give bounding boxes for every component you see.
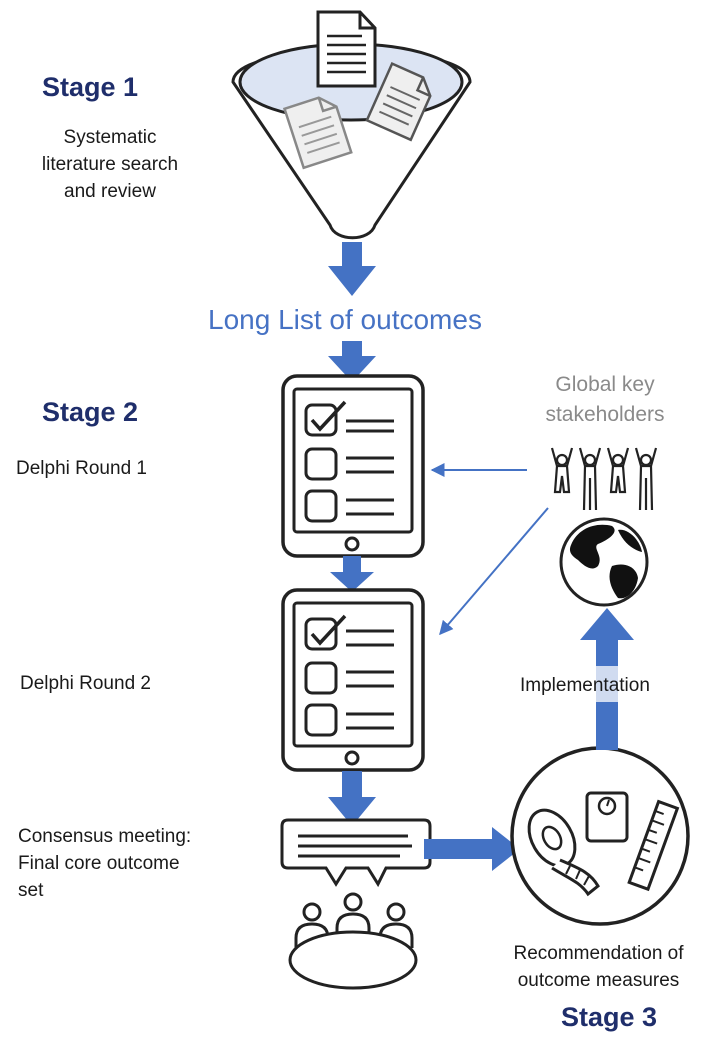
tablet-checklist-icon (281, 588, 425, 772)
recommendation-line: Recommendation of (513, 943, 684, 964)
measurement-tools (510, 746, 690, 926)
tablet-checklist-icon (281, 374, 425, 558)
people-icon (550, 447, 658, 511)
document-icon (282, 96, 353, 170)
checkbox-icon (304, 703, 338, 737)
stakeholders-line: stakeholders (545, 403, 665, 426)
stage1-title: Stage 1 (42, 72, 139, 102)
delphi-round2-label: Delphi Round 2 (20, 673, 151, 694)
weighing-scale-icon (585, 791, 629, 843)
stakeholders-label: Global key stakeholders (520, 370, 690, 430)
consensus-line: set (18, 880, 44, 901)
delphi-round1-label: Delphi Round 1 (16, 458, 147, 479)
checkbox-icon (304, 661, 338, 695)
speech-bubble-icon (280, 818, 432, 888)
ruler-icon (627, 799, 680, 892)
stage1-line: Systematic (63, 127, 157, 148)
implementation-label: Implementation (520, 675, 650, 696)
arrow-down-icon (328, 771, 376, 826)
arrow-right-icon (424, 827, 520, 871)
consensus-text: Consensus meeting: Final core outcome se… (18, 823, 191, 904)
globe-icon (559, 517, 649, 607)
stage1-description: Systematic literature search and review (20, 124, 200, 205)
arrow-down-icon (328, 341, 376, 382)
consensus-line: Consensus meeting: (18, 826, 192, 847)
checkbox-icon (304, 489, 338, 523)
tape-measure-icon (527, 808, 600, 897)
checkbox-icon (304, 400, 347, 437)
checkbox-icon (304, 447, 338, 481)
checkbox-icon (304, 614, 347, 651)
arrow-down-icon (328, 242, 376, 296)
document-icon (365, 61, 432, 142)
stage2-title: Stage 2 (42, 397, 139, 427)
meeting-table-icon (288, 892, 418, 990)
feedback-arrow-round2 (439, 507, 549, 636)
stage3-title: Stage 3 (561, 1002, 658, 1032)
consensus-line: Final core outcome (18, 853, 180, 874)
recommendation-line: outcome measures (517, 970, 680, 991)
arrow-up-icon (580, 608, 634, 750)
arrow-down-icon (330, 556, 374, 592)
long-list-title: Long List of outcomes (208, 304, 482, 335)
recommendation-label: Recommendation of outcome measures (490, 940, 707, 994)
document-icon (316, 10, 377, 88)
stage1-line: and review (64, 181, 156, 202)
stakeholders-line: Global key (555, 373, 655, 396)
stage1-line: literature search (41, 154, 179, 175)
